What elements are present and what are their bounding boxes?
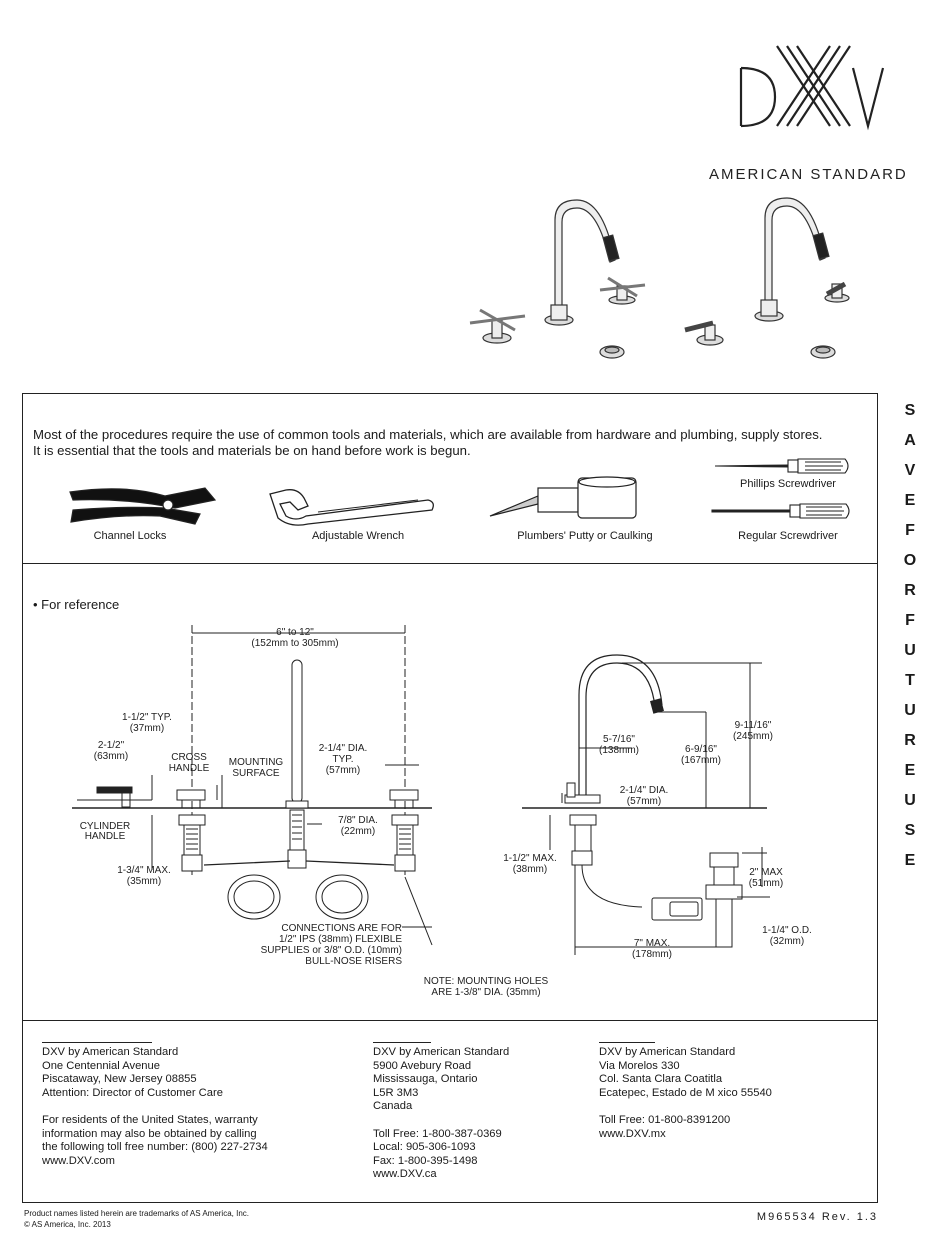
tool-label: Plumbers' Putty or Caulking bbox=[517, 530, 653, 542]
phillips-screwdriver-icon bbox=[714, 458, 849, 474]
dim-label: 1-1/4" O.D. bbox=[762, 925, 812, 936]
address-rule bbox=[373, 1042, 431, 1043]
intro-text: Most of the procedures require the use o… bbox=[33, 427, 823, 458]
tool-label: Regular Screwdriver bbox=[738, 530, 838, 542]
dim-label: 1-3/4" MAX. bbox=[117, 865, 171, 876]
dim-label: (35mm) bbox=[127, 876, 161, 887]
dim-label: 2-1/4" DIA. bbox=[620, 785, 669, 796]
tool-label: Adjustable Wrench bbox=[311, 530, 405, 542]
channel-locks-icon bbox=[69, 487, 217, 525]
mounting-note: ARE 1-3/8" DIA. (35mm) bbox=[431, 987, 540, 998]
section-divider bbox=[22, 563, 878, 564]
dim-label: (57mm) bbox=[627, 796, 661, 807]
trademark-note: Product names listed herein are trademar… bbox=[24, 1209, 249, 1218]
tool-label: Phillips Screwdriver bbox=[740, 478, 836, 490]
dim-label: (51mm) bbox=[749, 878, 783, 889]
dim-label: BULL-NOSE RISERS bbox=[305, 956, 402, 967]
dim-label: 9-11/16" bbox=[735, 720, 772, 731]
regular-screwdriver-icon bbox=[711, 503, 850, 519]
section-divider bbox=[22, 1020, 878, 1021]
dim-label: (57mm) bbox=[326, 765, 360, 776]
dim-label: (63mm) bbox=[94, 751, 128, 762]
dim-label: 2" MAX bbox=[749, 867, 783, 878]
dim-label: HANDLE bbox=[169, 763, 210, 774]
dimension-drawing: 6" to 12" (152mm to 305mm) 1-1/2" TYP. (… bbox=[72, 625, 812, 998]
faucet-illustration bbox=[469, 197, 850, 359]
dim-label: CONNECTIONS ARE FOR bbox=[281, 923, 402, 934]
dim-label: 6-9/16" bbox=[685, 744, 717, 755]
adjustable-wrench-icon bbox=[269, 489, 434, 526]
dim-label: 5-7/16" bbox=[603, 734, 635, 745]
dim-label: (22mm) bbox=[341, 826, 375, 837]
dim-label: HANDLE bbox=[85, 831, 126, 842]
dim-label: (152mm to 305mm) bbox=[251, 638, 338, 649]
dim-label: 1-1/2" TYP. bbox=[122, 712, 172, 723]
dim-label: (245mm) bbox=[733, 731, 773, 742]
dim-label: SUPPLIES or 3/8" O.D. (10mm) bbox=[261, 945, 402, 956]
dim-label: MOUNTING bbox=[229, 757, 284, 768]
dim-label: (38mm) bbox=[513, 864, 547, 875]
dim-label: (178mm) bbox=[632, 949, 672, 960]
dim-label: CROSS bbox=[171, 752, 207, 763]
dxv-logo bbox=[739, 45, 885, 131]
address-rule bbox=[42, 1042, 152, 1043]
dim-label: (37mm) bbox=[130, 723, 164, 734]
instruction-frame bbox=[22, 393, 878, 1203]
dim-label: 1/2" IPS (38mm) FLEXIBLE bbox=[279, 934, 402, 945]
dim-label: 2-1/2" bbox=[98, 740, 125, 751]
brand-name: AMERICAN STANDARD bbox=[709, 166, 908, 183]
dim-label: 2-1/4" DIA. bbox=[319, 743, 368, 754]
dim-label: (32mm) bbox=[770, 936, 804, 947]
dim-label: SURFACE bbox=[232, 768, 280, 779]
dim-label: 1-1/2" MAX. bbox=[503, 853, 557, 864]
dim-label: CYLINDER bbox=[80, 821, 131, 832]
copyright-note: © AS America, Inc. 2013 bbox=[24, 1220, 111, 1229]
mounting-note: NOTE: MOUNTING HOLES bbox=[424, 976, 549, 987]
dim-label: 6" to 12" bbox=[276, 627, 314, 638]
reference-heading: • For reference bbox=[33, 597, 120, 612]
dim-label: 7/8" DIA. bbox=[338, 815, 378, 826]
dim-label: TYP. bbox=[333, 754, 354, 765]
dim-label: (167mm) bbox=[681, 755, 721, 766]
dim-label: (138mm) bbox=[599, 745, 639, 756]
putty-icon bbox=[489, 476, 637, 519]
address-rule bbox=[599, 1042, 655, 1043]
dim-label: 7" MAX. bbox=[634, 938, 670, 949]
tool-label: Channel Locks bbox=[93, 530, 167, 542]
document-number: M965534 Rev. 1.3 bbox=[756, 1211, 878, 1223]
